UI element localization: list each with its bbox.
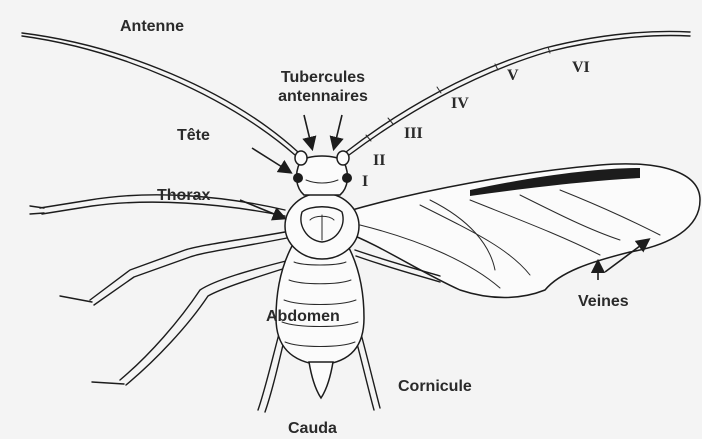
- left-eye: [293, 173, 303, 183]
- label-veines: Veines: [578, 293, 629, 310]
- segment-label-3: III: [404, 125, 423, 142]
- segment-label-5: V: [507, 67, 519, 84]
- label-tete: Tête: [177, 127, 210, 144]
- tubercule-arrow-right: [334, 115, 342, 148]
- segment-label-1: I: [362, 173, 368, 190]
- label-tubercules-line1: Tubercules: [281, 69, 365, 86]
- label-cauda: Cauda: [288, 420, 337, 437]
- label-cornicule: Cornicule: [398, 378, 472, 395]
- right-eye: [342, 173, 352, 183]
- left-antenna: [22, 33, 298, 155]
- wing: [345, 164, 700, 298]
- left-tubercle: [295, 151, 307, 165]
- label-abdomen: Abdomen: [266, 308, 340, 325]
- label-tubercules-line2: antennaires: [278, 88, 368, 105]
- tubercule-arrow-left: [304, 115, 312, 148]
- label-antenne: Antenne: [120, 18, 184, 35]
- label-thorax: Thorax: [157, 187, 210, 204]
- tete-arrow: [252, 148, 290, 172]
- right-antenna: [346, 32, 690, 155]
- segment-label-6: VI: [572, 59, 590, 76]
- segment-label-4: IV: [451, 95, 469, 112]
- cauda-shape: [309, 362, 333, 398]
- left-legs: [30, 195, 292, 385]
- right-tubercle: [337, 151, 349, 165]
- abdomen-outline: [276, 246, 364, 365]
- segment-label-2: II: [373, 152, 385, 169]
